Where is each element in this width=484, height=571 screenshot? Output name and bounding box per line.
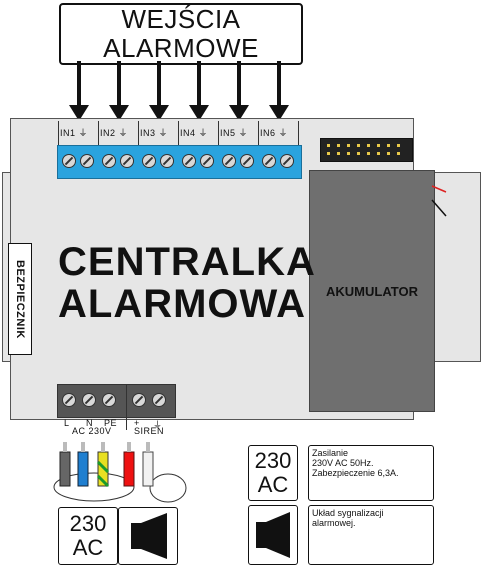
legend-power-box: 230 AC [58, 507, 118, 565]
arrow-in1 [69, 61, 89, 123]
input-label-in2: IN2 ⏚ [100, 128, 129, 138]
power-desc-line2: 230V AC 50Hz. [312, 458, 374, 468]
screw-terminal-icon[interactable] [102, 154, 116, 168]
arrow-in5 [229, 61, 249, 123]
screw-terminal-icon[interactable] [62, 393, 76, 407]
terminal-n-label: N [86, 418, 93, 428]
terminal-siren-label: SIREN [134, 426, 165, 436]
screw-terminal-icon[interactable] [62, 154, 76, 168]
screw-terminal-icon[interactable] [102, 393, 116, 407]
ground-icon: ⏚ [153, 420, 163, 430]
legend-right-power-line1: 230 [254, 448, 292, 473]
legend-siren-description: Układ sygnalizacji alarmowej. [308, 505, 434, 565]
divider [58, 121, 59, 145]
screw-terminal-icon[interactable] [262, 154, 276, 168]
legend-power-line2: AC [72, 535, 104, 560]
siren-desc-line1: Układ sygnalizacji [312, 508, 384, 518]
divider [98, 121, 99, 145]
screw-terminal-icon[interactable] [160, 154, 174, 168]
arrow-in6 [269, 61, 289, 123]
siren-speaker-icon [131, 513, 167, 559]
panel-title-line1: CENTRALKA [58, 240, 316, 284]
screw-terminal-icon[interactable] [80, 154, 94, 168]
terminal-l-label: L [64, 418, 70, 428]
arrow-in2 [109, 61, 129, 123]
battery-wires [431, 185, 447, 217]
ground-icon: ⏚ [158, 128, 169, 138]
divider [178, 121, 179, 145]
ground-icon: ⏚ [198, 128, 209, 138]
arrow-in3 [149, 61, 169, 123]
fuse-label-box: BEZPIECZNIK [8, 243, 32, 355]
cable-wires [53, 442, 187, 503]
battery-label: AKUMULATOR [326, 283, 418, 299]
screw-terminal-icon[interactable] [82, 393, 96, 407]
divider [258, 121, 259, 145]
input-label-in3: IN3 ⏚ [140, 128, 169, 138]
ground-icon: ⏚ [238, 128, 249, 138]
ground-icon: ⏚ [278, 128, 289, 138]
legend-right-power-box: 230 AC [248, 445, 298, 501]
alarm-inputs-box: WEJŚCIA ALARMOWE [59, 3, 303, 65]
legend-right-power-line2: AC [257, 472, 289, 497]
screw-terminal-icon[interactable] [222, 154, 236, 168]
terminal-pe-label: PE [104, 418, 118, 428]
battery-block: AKUMULATOR [309, 170, 435, 412]
fuse-label: BEZPIECZNIK [14, 259, 26, 339]
screw-terminal-icon[interactable] [182, 154, 196, 168]
divider [218, 121, 219, 145]
screw-terminal-icon[interactable] [142, 154, 156, 168]
legend-right-siren-box [248, 505, 298, 565]
siren-speaker-icon [256, 512, 290, 558]
inputs-box-line2: ALARMOWE [103, 33, 259, 63]
ground-icon: ⏚ [118, 128, 129, 138]
terminal-ac-label: AC 230V [72, 426, 112, 436]
input-label-in6: IN6 ⏚ [260, 128, 289, 138]
panel-title-line2: ALARMOWA [58, 282, 306, 326]
screw-terminal-icon[interactable] [132, 393, 146, 407]
legend-power-line1: 230 [69, 511, 107, 536]
screw-terminal-icon[interactable] [200, 154, 214, 168]
input-terminal-strip [57, 145, 302, 179]
inputs-box-line1: WEJŚCIA [121, 4, 241, 34]
ground-icon: ⏚ [78, 128, 89, 138]
divider [138, 121, 139, 145]
screw-terminal-icon[interactable] [240, 154, 254, 168]
screw-terminal-icon[interactable] [280, 154, 294, 168]
screw-terminal-icon[interactable] [152, 393, 166, 407]
divider [126, 384, 127, 430]
divider [298, 121, 299, 145]
screw-terminal-icon[interactable] [120, 154, 134, 168]
siren-desc-line2: alarmowej. [312, 518, 356, 528]
legend-power-description: Zasilanie 230V AC 50Hz. Zabezpieczenie 6… [308, 445, 434, 501]
input-label-in5: IN5 ⏚ [220, 128, 249, 138]
arrow-in4 [189, 61, 209, 123]
power-desc-line1: Zasilanie [312, 448, 349, 458]
pin-header-connector [320, 138, 413, 162]
legend-siren-box [118, 507, 178, 565]
power-terminal-strip [57, 384, 176, 418]
input-label-in4: IN4 ⏚ [180, 128, 209, 138]
power-desc-line3: Zabezpieczenie 6,3A. [312, 468, 399, 478]
input-label-in1: IN1 ⏚ [60, 128, 89, 138]
terminal-plus-label: + [134, 418, 140, 428]
